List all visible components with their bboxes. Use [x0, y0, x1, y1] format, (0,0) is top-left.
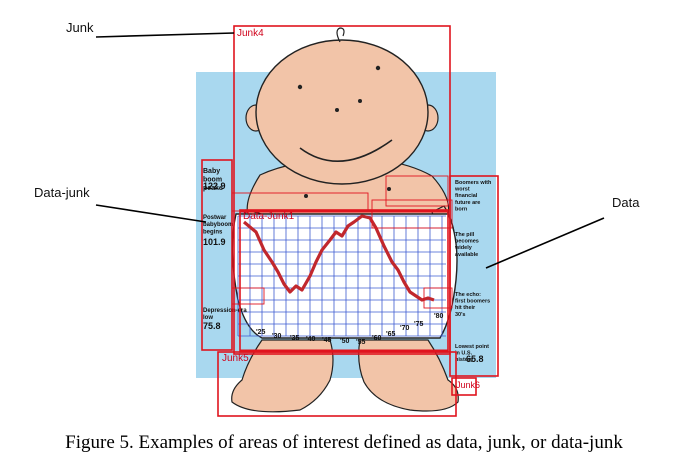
data-junk-pointer	[95, 204, 207, 223]
data-pointer	[485, 217, 605, 269]
year-tick-label: '50	[340, 338, 350, 345]
annotation-depression-value: 75.8	[203, 321, 221, 331]
year-tick-label: '80	[434, 313, 444, 320]
diaper-chart	[231, 213, 458, 339]
year-tick-label: '45	[322, 337, 332, 344]
year-tick-label: '75	[414, 321, 424, 328]
year-tick-label: '55	[356, 339, 366, 346]
data-junk1-label: Data-Junk1	[243, 211, 295, 222]
annotation-postwar-value: 101.9	[203, 237, 226, 247]
figure-caption: Figure 5. Examples of areas of interest …	[65, 432, 623, 453]
data-label: Data	[612, 195, 640, 210]
annotation-peaks-value: 122.9	[203, 181, 226, 191]
junk-label: Junk	[66, 20, 94, 35]
year-tick-label: '70	[400, 325, 410, 332]
junk5-label: Junk5	[222, 353, 249, 364]
junk6-label: Junk6	[456, 380, 480, 390]
year-tick-label: '40	[306, 336, 316, 343]
figure-image: '25 '30 '35 '40 '45 '50 '55 '60 '65 '70 '75 '80 Bab…	[95, 25, 605, 417]
baby-chart-illustration: '25 '30 '35 '40 '45 '50 '55 '60 '65 '70 '75 '80 Bab…	[95, 25, 605, 417]
year-axis: '25 '30 '35 '40 '45 '50 '55 '60 '65 '70 '75 '80	[256, 313, 444, 346]
baby-nipple-right	[387, 187, 391, 191]
chart-grid	[237, 215, 446, 337]
year-tick-label: '25	[256, 329, 266, 336]
junk-pointer	[95, 32, 235, 38]
data-right-box	[449, 175, 499, 377]
year-tick-label: '60	[372, 335, 382, 342]
year-tick-label: '35	[290, 335, 300, 342]
pointer-lines	[95, 32, 605, 269]
baby-head	[245, 27, 439, 185]
junk4-label: Junk4	[237, 28, 264, 39]
year-tick-label: '30	[272, 333, 282, 340]
baby-legs	[231, 339, 459, 413]
baby-nipple-left	[304, 194, 308, 198]
data-junk-label: Data-junk	[34, 185, 90, 200]
junk6-box	[451, 377, 477, 396]
data-left-box	[201, 159, 233, 351]
birth-rate-line	[242, 214, 435, 302]
year-tick-label: '65	[386, 331, 396, 338]
annotation-lowest-value: 65.8	[466, 354, 484, 364]
